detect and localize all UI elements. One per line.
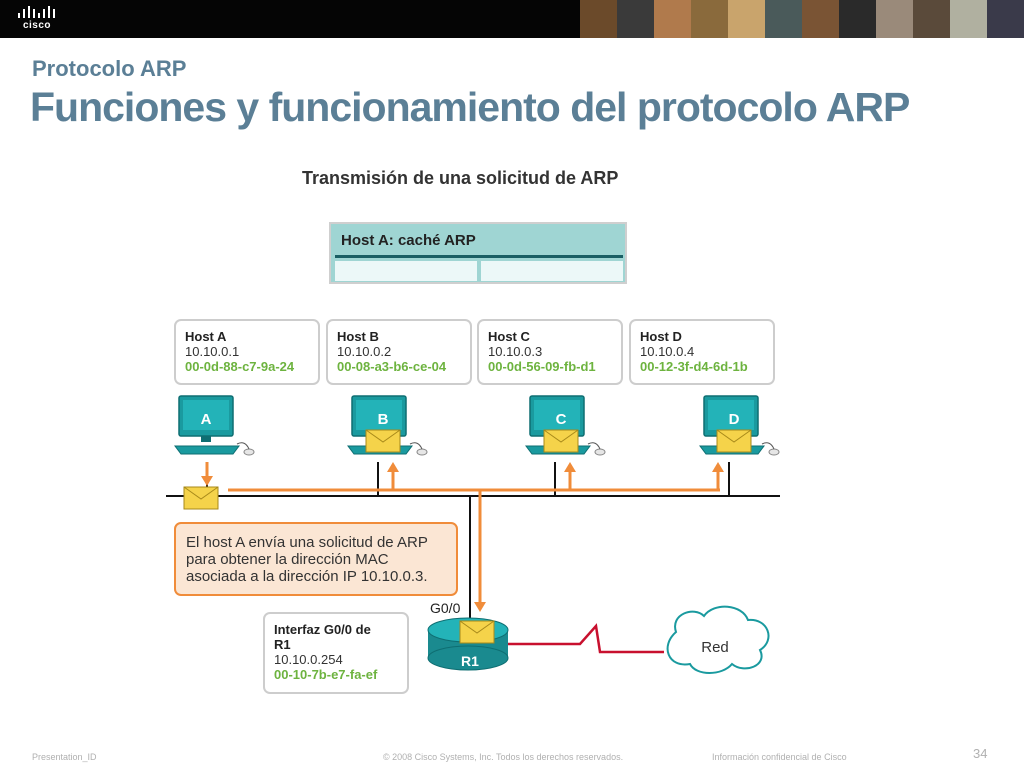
footer-confidential: Información confidencial de Cisco [712,752,847,762]
envelope-icon [183,486,219,510]
pc-label-a: A [201,411,212,428]
interface-mac: 00-10-7b-e7-fa-ef [274,667,378,682]
note-line: El host A envía una solicitud de ARP [186,534,428,551]
header-photo [913,0,950,38]
note-line: asociada a la dirección IP 10.10.0.3. [186,568,428,585]
arp-cache-title: Host A: caché ARP [341,232,476,249]
cisco-logo: cisco [14,6,60,34]
arp-cache-ip-cell [335,261,477,281]
slide-title: Funciones y funcionamiento del protocolo… [30,84,910,130]
header-photo-strip [580,0,1024,38]
host-ip: 10.10.0.4 [640,344,695,359]
router-port-label: G0/0 [430,600,461,616]
host-mac: 00-0d-88-c7-9a-24 [185,359,295,374]
host-ip: 10.10.0.1 [185,344,240,359]
host-ip: 10.10.0.2 [337,344,392,359]
header-bar: cisco [0,0,1024,38]
footer-copyright: © 2008 Cisco Systems, Inc. Todos los der… [383,752,624,762]
envelope-icon [459,620,495,644]
header-photo [802,0,839,38]
host-mac: 00-08-a3-b6-ce-04 [337,359,447,374]
cisco-wordmark: cisco [22,20,52,31]
arp-cache-mac-cell [481,261,623,281]
network-cloud-icon [666,605,770,674]
explanation-note: El host A envía una solicitud de ARP par… [174,522,458,596]
host-name: Host B [337,329,379,344]
broadcast-arrows [205,462,720,604]
cloud-label: Red [701,639,729,656]
header-photo [728,0,765,38]
interface-ip: 10.10.0.254 [274,652,343,667]
pc-label-b: B [378,411,389,428]
page-number: 34 [973,746,988,761]
interface-name: Interfaz G0/0 de [274,622,371,637]
pc-label-c: C [556,411,567,428]
host-mac: 00-0d-56-09-fb-d1 [488,359,596,374]
header-photo [950,0,987,38]
host-a-info: Host A 10.10.0.1 00-0d-88-c7-9a-24 [174,319,320,385]
interface-name: R1 [274,637,291,652]
header-photo [876,0,913,38]
envelope-icon [716,429,752,453]
header-photo [654,0,691,38]
slide-subtitle: Protocolo ARP [32,56,187,81]
note-line: para obtener la dirección MAC [186,551,389,568]
host-name: Host A [185,329,227,344]
header-photo [987,0,1024,38]
host-name: Host C [488,329,530,344]
pc-icon-a [174,395,255,456]
router-interface-info: Interfaz G0/0 de R1 10.10.0.254 00-10-7b… [263,612,409,694]
router-label: R1 [461,653,479,669]
host-mac: 00-12-3f-d4-6d-1b [640,359,748,374]
host-b-info: Host B 10.10.0.2 00-08-a3-b6-ce-04 [326,319,472,385]
arp-cache-divider [335,255,623,258]
header-photo [617,0,654,38]
header-photo [765,0,802,38]
header-photo [580,0,617,38]
envelope-icon [543,429,579,453]
footer-presentation-id: Presentation_ID [32,752,97,762]
header-photo [691,0,728,38]
pc-label-d: D [729,411,740,428]
cisco-bars-icon [18,6,58,18]
host-name: Host D [640,329,682,344]
envelope-icon [365,429,401,453]
host-c-info: Host C 10.10.0.3 00-0d-56-09-fb-d1 [477,319,623,385]
host-d-info: Host D 10.10.0.4 00-12-3f-d4-6d-1b [629,319,775,385]
wan-link [508,623,664,654]
diagram-title: Transmisión de una solicitud de ARP [302,168,619,188]
arp-cache-table: Host A: caché ARP [329,222,627,284]
host-ip: 10.10.0.3 [488,344,543,359]
header-photo [839,0,876,38]
arrow-heads [201,462,724,612]
